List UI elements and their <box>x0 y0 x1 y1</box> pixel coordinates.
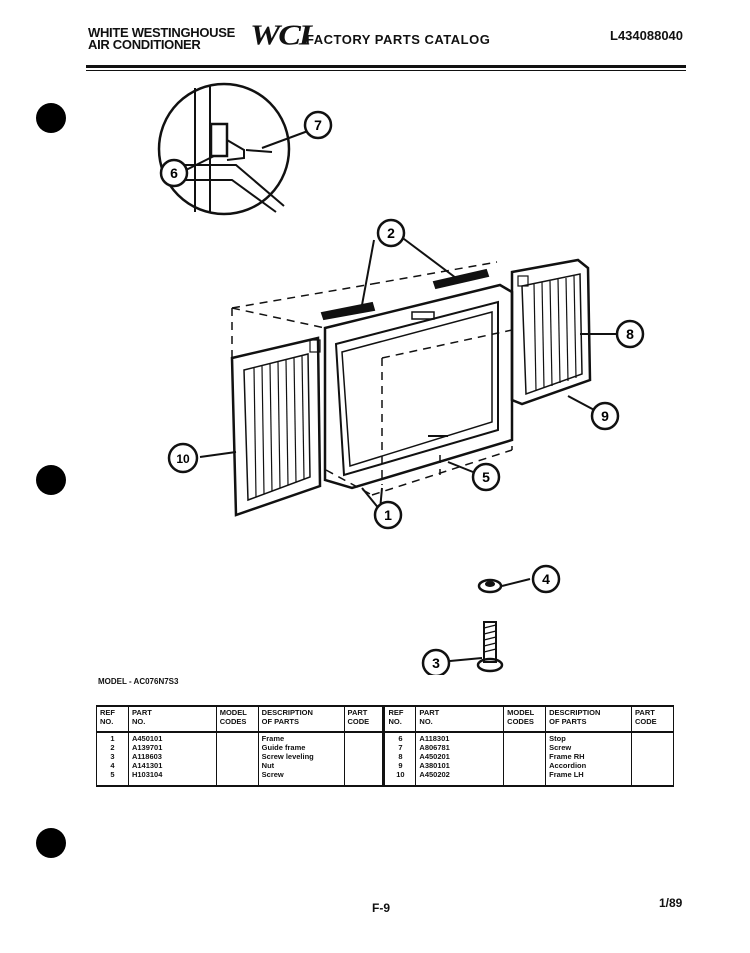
model-codes-right <box>503 732 547 787</box>
part-code-left <box>343 732 385 787</box>
callout-1: 1 <box>373 500 403 530</box>
callout-3-label: 3 <box>432 655 440 671</box>
callout-5: 5 <box>471 462 501 492</box>
callout-8: 8 <box>615 319 645 349</box>
callout-8-label: 8 <box>626 326 634 342</box>
callout-4-label: 4 <box>542 571 550 587</box>
binder-hole-bottom <box>36 828 66 858</box>
callout-3: 3 <box>421 648 451 675</box>
leveling-screw <box>476 621 504 673</box>
callout-10: 10 <box>167 442 199 474</box>
callout-1-label: 1 <box>384 507 392 523</box>
leveling-nut <box>477 578 503 594</box>
callout-4: 4 <box>531 564 561 594</box>
callout-2-label: 2 <box>387 225 395 241</box>
model-label: MODEL - AC076N7S3 <box>98 677 179 686</box>
brand-line-1: WHITE WESTINGHOUSE <box>88 25 235 40</box>
callout-9-label: 9 <box>601 408 609 424</box>
left-frame <box>230 336 322 517</box>
main-frame <box>323 283 514 490</box>
detail-view <box>157 82 291 216</box>
callout-5-label: 5 <box>482 469 490 485</box>
callout-6: 6 <box>159 158 189 188</box>
callout-7-label: 7 <box>314 117 322 133</box>
assembly-lines <box>231 261 513 496</box>
catalog-title: FACTORY PARTS CATALOG <box>306 32 491 47</box>
part-code-right <box>630 732 675 787</box>
header-rule-thin <box>86 70 686 71</box>
brand-line-2: AIR CONDITIONER <box>88 37 201 52</box>
binder-hole-top <box>36 103 66 133</box>
right-frame <box>510 258 592 406</box>
catalog-number: L434088040 <box>610 28 684 43</box>
callout-6-label: 6 <box>170 165 178 181</box>
callout-2: 2 <box>376 218 406 248</box>
callout-10-label: 10 <box>176 452 190 466</box>
brand-block: WHITE WESTINGHOUSE AIR CONDITIONER <box>88 25 235 52</box>
callout-9: 9 <box>590 401 620 431</box>
exploded-diagram: 1 2 3 4 5 6 7 8 9 10 <box>157 82 645 675</box>
binder-hole-middle <box>36 465 66 495</box>
page-number: F-9 <box>372 901 390 915</box>
wci-logo: WCI <box>250 20 312 52</box>
header-rule <box>86 65 686 68</box>
guide-rails <box>320 268 490 321</box>
callout-markers: 1 2 3 4 5 6 7 8 9 10 <box>159 110 645 675</box>
callout-7: 7 <box>303 110 333 140</box>
model-codes-left <box>215 732 259 787</box>
revision-date: 1/89 <box>659 896 683 910</box>
